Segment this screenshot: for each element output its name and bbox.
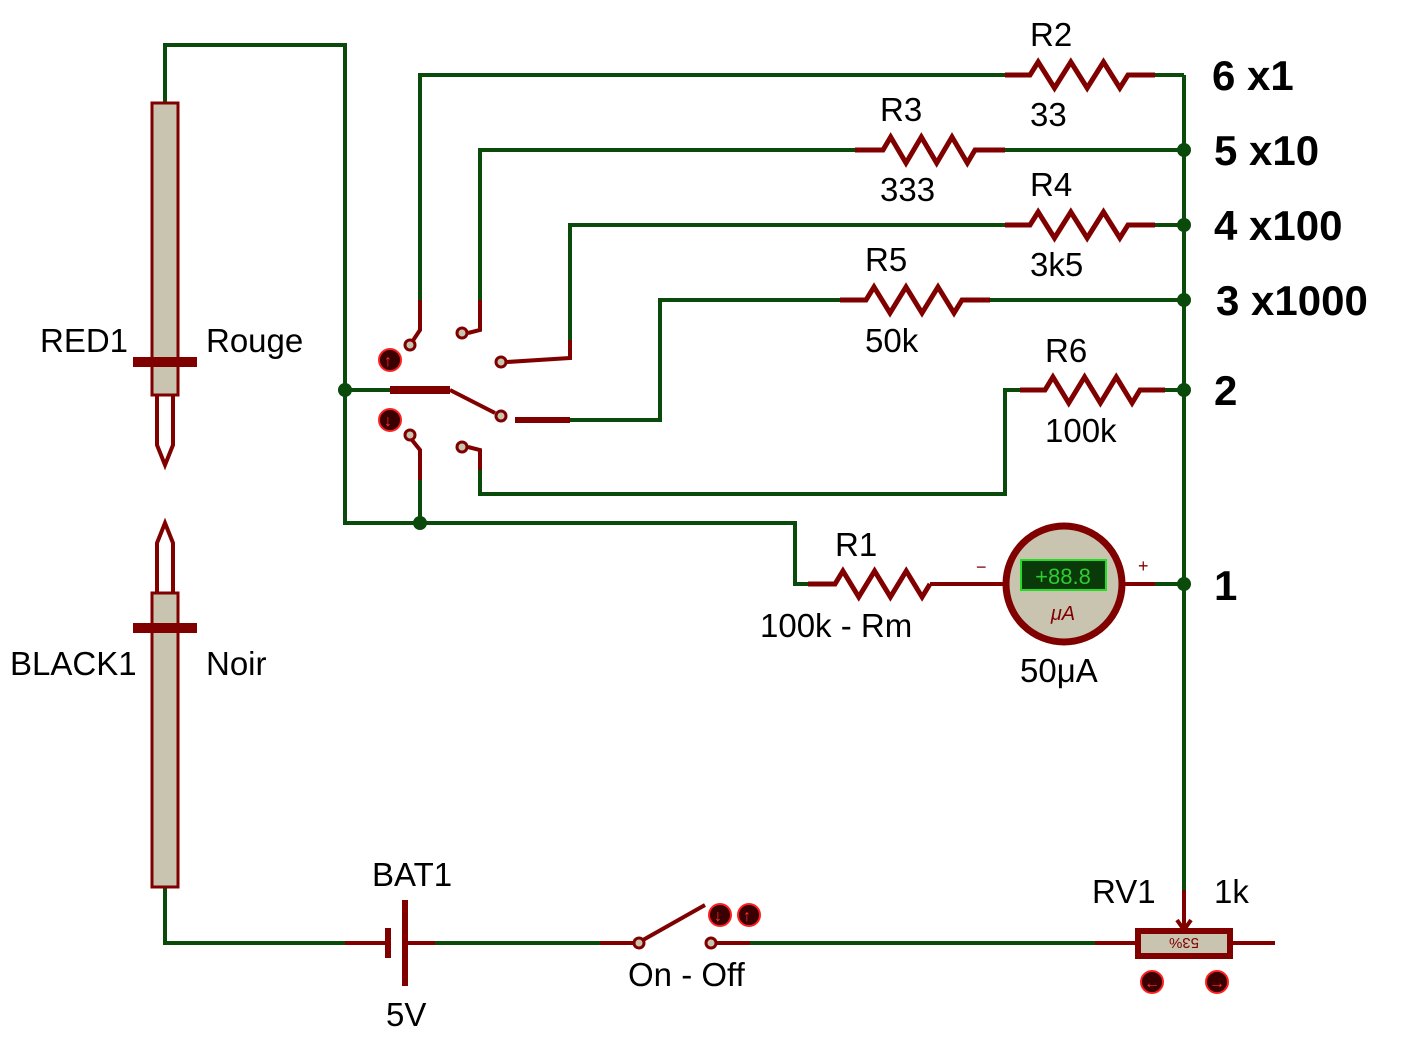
svg-text:←: ←	[1144, 975, 1160, 992]
red-probe-ref: RED1	[40, 322, 128, 359]
r6-resistor-symbol	[1020, 372, 1165, 408]
r3-resistor-symbol	[855, 132, 1005, 168]
microammeter: +88.8 μA − +	[930, 522, 1155, 646]
range-label-2: 2	[1214, 367, 1237, 414]
r4-resistor-symbol	[1005, 207, 1155, 243]
meter-lcd	[1020, 559, 1107, 591]
r3-value: 333	[880, 171, 935, 208]
switch-up-button[interactable]: ↑	[378, 348, 402, 372]
svg-text:↓: ↓	[384, 413, 392, 430]
r1-resistor-symbol	[808, 566, 933, 602]
battery	[345, 900, 435, 986]
pot-position: 53%	[1169, 934, 1199, 951]
power-switch-off-button[interactable]: ↓	[708, 903, 732, 927]
black-probe-ref: BLACK1	[10, 645, 137, 682]
svg-text:→: →	[1209, 975, 1225, 992]
power-switch-on-button[interactable]: ↑	[737, 903, 761, 927]
r5-value: 50k	[865, 322, 919, 359]
range-label-6: 6 x1	[1212, 52, 1294, 99]
r2-ref: R2	[1030, 16, 1072, 53]
potentiometer[interactable]: 53%	[1095, 890, 1275, 959]
r4-value: 3k5	[1030, 246, 1083, 283]
range-label-1: 1	[1214, 562, 1237, 609]
r2-value: 33	[1030, 96, 1067, 133]
range-label-4: 4 x100	[1214, 202, 1342, 249]
black-probe[interactable]	[133, 517, 197, 889]
meter-plus: +	[1138, 556, 1149, 576]
battery-ref: BAT1	[372, 856, 452, 893]
red-probe[interactable]	[133, 101, 197, 471]
meter-display: +88.8	[1035, 564, 1091, 589]
red-probe-name: Rouge	[206, 322, 303, 359]
r2-resistor-symbol	[1005, 57, 1155, 93]
resistors	[808, 57, 1165, 602]
r6-ref: R6	[1045, 332, 1087, 369]
r1-ref: R1	[835, 526, 877, 563]
svg-text:↑: ↑	[743, 908, 751, 925]
meter-minus: −	[976, 557, 987, 577]
switch-down-button[interactable]: ↓	[378, 408, 402, 432]
pot-increase-button[interactable]: →	[1205, 970, 1229, 994]
wires	[163, 43, 1186, 945]
black-probe-name: Noir	[206, 645, 267, 682]
power-switch[interactable]	[600, 903, 750, 950]
meter-value: 50μA	[1020, 652, 1098, 689]
svg-text:↑: ↑	[384, 353, 392, 370]
power-switch-label: On - Off	[628, 956, 746, 993]
r3-ref: R3	[880, 91, 922, 128]
r6-value: 100k	[1045, 412, 1117, 449]
range-label-3: 3 x1000	[1216, 277, 1368, 324]
range-selector-switch[interactable]	[390, 300, 572, 480]
pot-ref: RV1	[1092, 873, 1156, 910]
r5-resistor-symbol	[840, 282, 990, 318]
pot-decrease-button[interactable]: ←	[1140, 970, 1164, 994]
range-label-5: 5 x10	[1214, 127, 1319, 174]
meter-unit: μA	[1050, 603, 1075, 625]
junctions	[338, 143, 1191, 591]
r5-ref: R5	[865, 241, 907, 278]
pot-value: 1k	[1214, 873, 1249, 910]
r4-ref: R4	[1030, 166, 1072, 203]
svg-text:↓: ↓	[714, 908, 722, 925]
battery-value: 5V	[386, 996, 426, 1033]
r1-value: 100k - Rm	[760, 607, 912, 644]
